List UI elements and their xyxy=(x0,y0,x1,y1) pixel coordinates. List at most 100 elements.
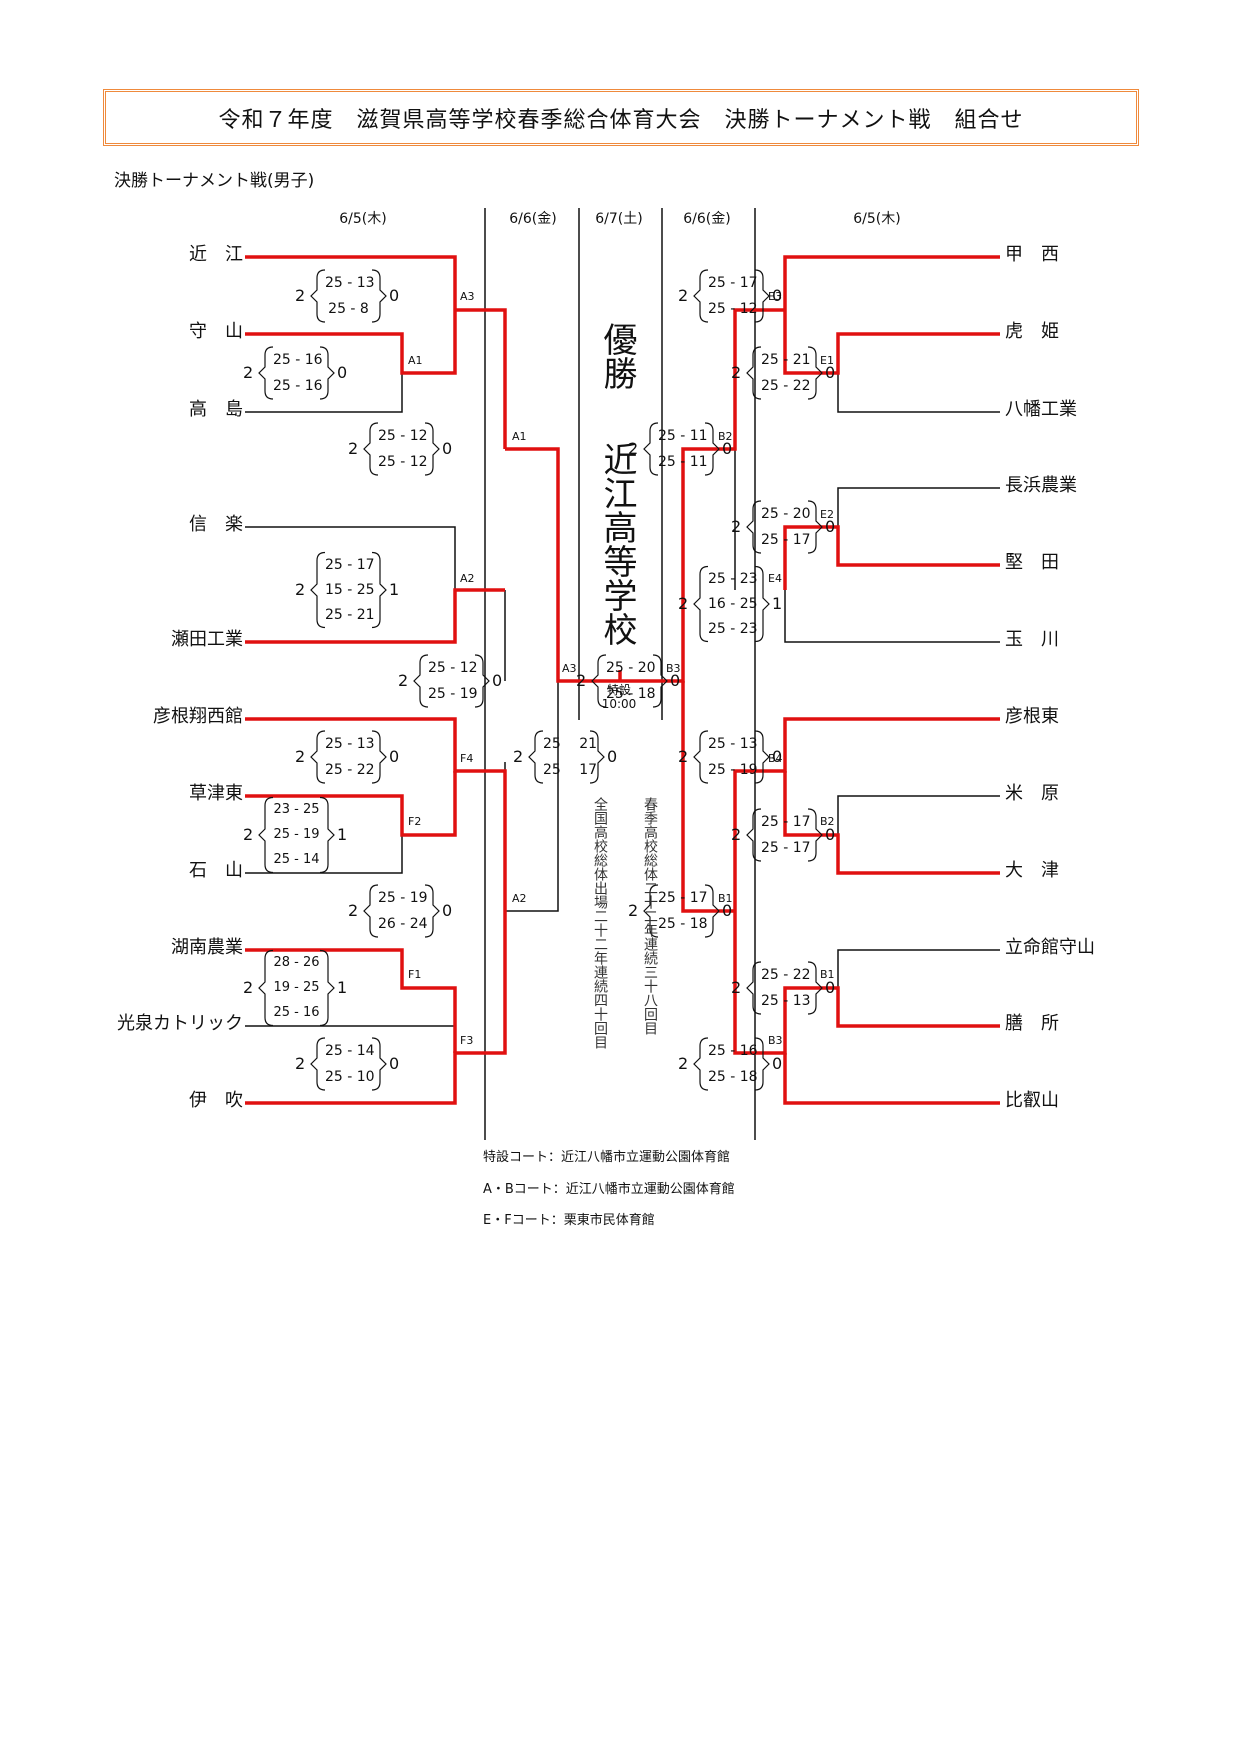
score-brace xyxy=(310,269,326,323)
set-score: 25 - 22 xyxy=(761,378,811,394)
score-brace xyxy=(643,884,659,938)
score-brace xyxy=(807,961,823,1015)
score-brace xyxy=(652,654,668,708)
team-name: 湖南農業 xyxy=(171,937,243,958)
set-score: 25 - 13 xyxy=(708,736,758,752)
set-score: 23 - 25 xyxy=(273,802,320,817)
score-brace xyxy=(693,730,709,784)
final-time: 10:00 xyxy=(601,697,637,711)
score-brace xyxy=(807,808,823,862)
set-score: 25 - 8 xyxy=(328,301,369,317)
winner-line xyxy=(245,310,457,375)
round-code: B1 xyxy=(820,968,835,981)
sets-won: 2 xyxy=(678,747,689,766)
round-code: E3 xyxy=(768,290,782,303)
winner-line xyxy=(783,255,1000,310)
team-name: 高 島 xyxy=(189,399,243,420)
sets-lost: 0 xyxy=(772,747,783,766)
sets-won: 2 xyxy=(731,978,742,997)
set-score: 25 - 17 xyxy=(761,532,811,548)
sets-lost: 1 xyxy=(389,580,400,599)
score-brace xyxy=(693,1037,709,1091)
set-score: 25 - 13 xyxy=(325,736,375,752)
sets-lost: 0 xyxy=(492,671,503,690)
score-brace xyxy=(258,796,274,874)
sets-won: 2 xyxy=(678,286,689,305)
set-score: 25 - 18 xyxy=(658,916,708,932)
set-score: 25 - 16 xyxy=(273,378,323,394)
bracket-line xyxy=(245,835,403,874)
set-score: 25 - 17 xyxy=(658,890,708,906)
winner-line xyxy=(620,308,785,683)
bracket-line xyxy=(837,795,1000,835)
set-score: 25 - 16 xyxy=(708,1043,758,1059)
set-score: 25 - 12 xyxy=(708,301,758,317)
team-name: 彦根東 xyxy=(1005,706,1059,727)
score-brace xyxy=(319,949,335,1027)
sets-lost: 0 xyxy=(772,286,783,305)
sets-won: 2 xyxy=(348,439,359,458)
round-code: A2 xyxy=(512,892,527,905)
sets-lost: 0 xyxy=(389,1054,400,1073)
round-code: A1 xyxy=(408,354,423,367)
set-score: 25 21 xyxy=(543,736,598,752)
winner-line xyxy=(455,308,507,449)
set-score: 25 - 14 xyxy=(325,1043,375,1059)
sets-lost: 0 xyxy=(337,363,348,382)
date-header: 6/5(木) xyxy=(339,211,387,227)
sets-lost: 0 xyxy=(825,363,836,382)
sets-lost: 1 xyxy=(772,594,783,613)
set-score: 25 - 19 xyxy=(273,827,320,842)
winner-line xyxy=(245,255,457,310)
sets-lost: 0 xyxy=(722,901,733,920)
set-score: 25 - 21 xyxy=(761,352,811,368)
final-venue-name: 特設 xyxy=(606,683,631,697)
champion-label: 優勝 xyxy=(597,322,637,390)
score-brace xyxy=(807,500,823,554)
team-name: 堅 田 xyxy=(1005,552,1059,573)
sets-won: 2 xyxy=(295,286,306,305)
winner-path xyxy=(245,255,1000,1105)
score-brace xyxy=(424,884,440,938)
score-brace xyxy=(807,346,823,400)
set-score: 25 - 17 xyxy=(761,840,811,856)
sets-lost: 0 xyxy=(722,439,733,458)
team-name: 八幡工業 xyxy=(1005,399,1077,420)
round-code: F3 xyxy=(460,1034,474,1047)
team-name: 甲 西 xyxy=(1005,244,1059,265)
sets-won: 2 xyxy=(295,1054,306,1073)
team-name: 膳 所 xyxy=(1005,1013,1059,1034)
set-score: 25 - 17 xyxy=(325,557,375,573)
score-brace xyxy=(310,1037,326,1091)
set-score: 25 - 20 xyxy=(761,506,811,522)
set-score: 25 - 16 xyxy=(273,352,323,368)
set-score: 25 - 12 xyxy=(378,428,428,444)
set-score: 15 - 25 xyxy=(325,582,375,598)
sets-lost: 0 xyxy=(772,1054,783,1073)
bracket-subtitle: 決勝トーナメント戦(男子) xyxy=(114,171,315,191)
set-score: 25 - 18 xyxy=(606,686,656,702)
score-brace xyxy=(371,1037,387,1091)
sets-won: 2 xyxy=(628,901,639,920)
team-name: 近 江 xyxy=(189,244,243,265)
sets-lost: 0 xyxy=(607,747,618,766)
winner-line xyxy=(783,525,1000,590)
score-brace xyxy=(591,654,607,708)
page-title: 令和７年度 滋賀県高等学校春季総合体育大会 決勝トーナメント戦 組合せ xyxy=(103,89,1139,146)
score-brace xyxy=(310,730,326,784)
round-code: B4 xyxy=(768,752,783,765)
score-brace xyxy=(746,346,762,400)
date-header: 6/7(土) xyxy=(595,211,643,227)
score-brace xyxy=(363,422,379,476)
sets-lost: 0 xyxy=(389,747,400,766)
set-score: 25 - 12 xyxy=(428,660,478,676)
sets-lost: 0 xyxy=(389,286,400,305)
bracket-line xyxy=(837,487,1000,527)
sets-lost: 0 xyxy=(442,901,453,920)
score-brace xyxy=(371,730,387,784)
score-brace xyxy=(754,730,770,784)
set-score: 19 - 25 xyxy=(273,980,320,995)
score-brace xyxy=(319,796,335,874)
sets-won: 2 xyxy=(243,363,254,382)
sets-lost: 0 xyxy=(670,671,681,690)
